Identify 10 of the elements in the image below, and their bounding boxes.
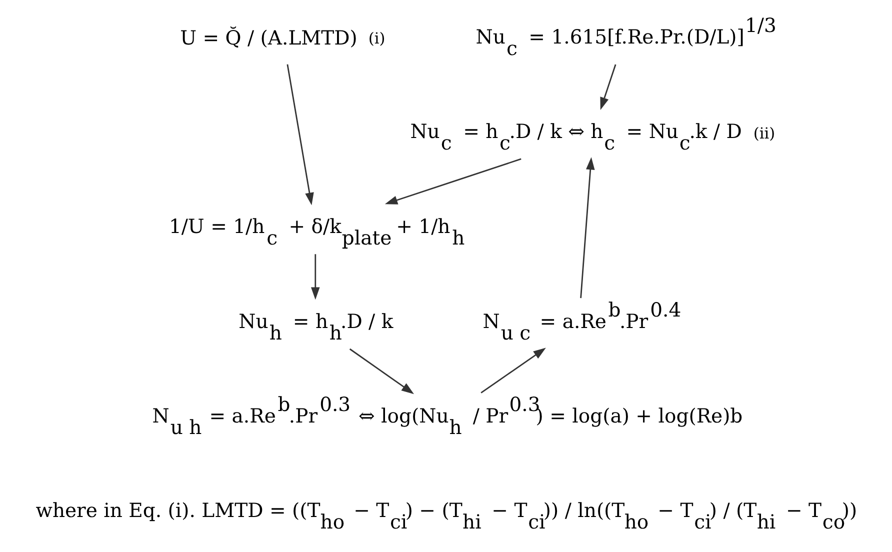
arrow xyxy=(348,348,414,394)
node-label: (i) xyxy=(368,29,385,48)
arrow xyxy=(480,348,546,394)
arrow xyxy=(600,64,616,110)
arrow xyxy=(580,157,594,298)
arrow xyxy=(286,64,314,206)
arrow xyxy=(384,158,521,204)
arrow xyxy=(310,254,320,300)
node-label: (ii) xyxy=(752,124,775,142)
node-text: U = Q̆ / (A.LMTD) xyxy=(180,26,357,50)
